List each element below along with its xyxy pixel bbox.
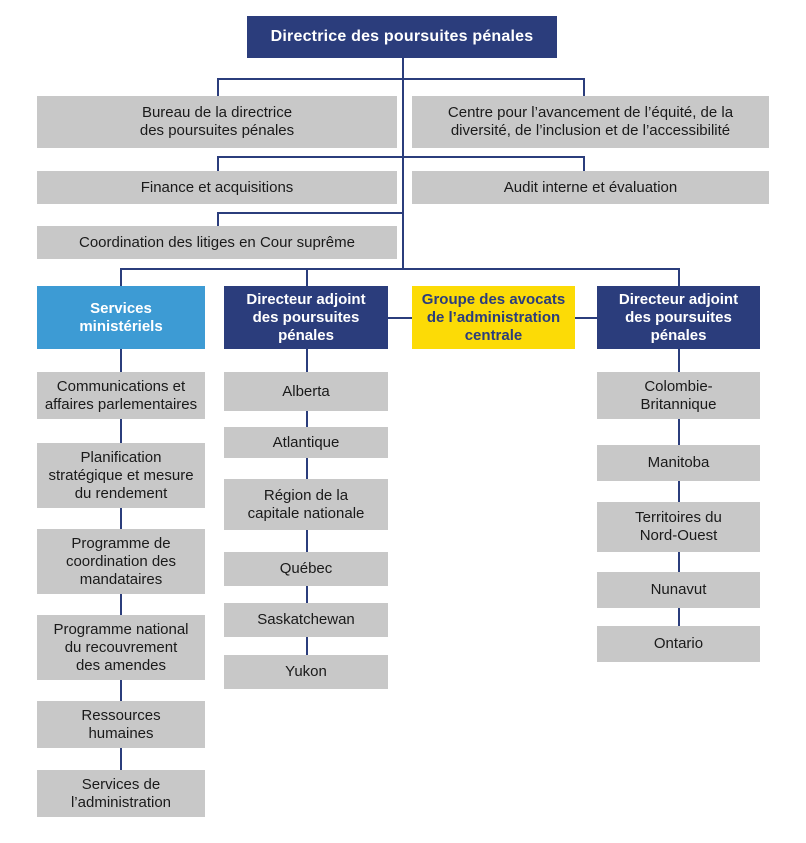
node-c2-quebec[interactable]: Québec xyxy=(224,552,388,586)
connector-c1-5 xyxy=(120,680,122,701)
node-c4-manitoba[interactable]: Manitoba xyxy=(597,445,760,481)
node-audit-interne-label: Audit interne et évaluation xyxy=(503,178,678,196)
connector-column-drop-1 xyxy=(120,268,122,286)
node-coordination-litiges-label: Coordination des litiges en Cour suprême xyxy=(79,233,355,251)
connector-staff-drop-coordination xyxy=(217,212,219,226)
node-c2-alberta[interactable]: Alberta xyxy=(224,372,388,411)
connector-staff-bus-1 xyxy=(217,78,585,80)
node-finance-acquisitions-label: Finance et acquisitions xyxy=(140,178,294,196)
node-c1-planification-label: Planification stratégique et mesure du r… xyxy=(48,448,194,502)
node-c1-recouvrement-amendes-label: Programme national du recouvrement des a… xyxy=(53,620,189,674)
node-c2-region-capitale-nationale[interactable]: Région de la capitale nationale xyxy=(224,479,388,530)
connector-yellow-left xyxy=(388,317,412,319)
node-bureau-directrice[interactable]: Bureau de la directrice des poursuites p… xyxy=(37,96,397,148)
connector-c2-1 xyxy=(306,349,308,372)
connector-c2-5 xyxy=(306,586,308,603)
node-column-header-directeur-adjoint-2[interactable]: Directeur adjoint des poursuites pénales xyxy=(597,286,760,349)
node-c4-nunavut-label: Nunavut xyxy=(650,581,707,598)
connector-c2-3 xyxy=(306,458,308,479)
node-c4-manitoba-label: Manitoba xyxy=(647,454,710,471)
node-c1-mandataires[interactable]: Programme de coordination des mandataire… xyxy=(37,529,205,594)
node-column-header-directeur-adjoint-2-label: Directeur adjoint des poursuites pénales xyxy=(618,290,739,344)
node-c4-ontario[interactable]: Ontario xyxy=(597,626,760,662)
connector-staff-bus-2 xyxy=(217,156,585,158)
node-c4-colombie-britannique[interactable]: Colombie- Britannique xyxy=(597,372,760,419)
node-audit-interne[interactable]: Audit interne et évaluation xyxy=(412,171,769,204)
node-c1-ressources-humaines[interactable]: Ressources humaines xyxy=(37,701,205,748)
node-c1-recouvrement-amendes[interactable]: Programme national du recouvrement des a… xyxy=(37,615,205,680)
connector-staff-drop-audit xyxy=(583,156,585,171)
node-c1-mandataires-label: Programme de coordination des mandataire… xyxy=(65,534,177,588)
node-coordination-litiges[interactable]: Coordination des litiges en Cour suprême xyxy=(37,226,397,259)
connector-staff-bus-3 xyxy=(217,212,403,214)
node-column-header-groupe-avocats-label: Groupe des avocats de l’administration c… xyxy=(421,290,566,344)
connector-c2-2 xyxy=(306,411,308,427)
node-column-header-services-ministeriels[interactable]: Services ministériels xyxy=(37,286,205,349)
node-column-header-directeur-adjoint-1-label: Directeur adjoint des poursuites pénales xyxy=(246,290,366,344)
node-c4-nunavut[interactable]: Nunavut xyxy=(597,572,760,608)
connector-staff-drop-finance xyxy=(217,156,219,171)
node-c2-yukon[interactable]: Yukon xyxy=(224,655,388,689)
connector-c1-6 xyxy=(120,748,122,770)
node-root[interactable]: Directrice des poursuites pénales xyxy=(247,16,557,58)
node-finance-acquisitions[interactable]: Finance et acquisitions xyxy=(37,171,397,204)
node-c1-communications[interactable]: Communications et affaires parlementaire… xyxy=(37,372,205,419)
connector-column-drop-4 xyxy=(678,268,680,286)
connector-c4-3 xyxy=(678,481,680,502)
connector-c2-4 xyxy=(306,530,308,552)
node-c2-alberta-label: Alberta xyxy=(282,382,330,400)
connector-c1-4 xyxy=(120,594,122,615)
connector-column-drop-2 xyxy=(306,268,308,286)
node-column-header-groupe-avocats[interactable]: Groupe des avocats de l’administration c… xyxy=(412,286,575,349)
connector-root-spine xyxy=(402,58,404,268)
connector-c1-3 xyxy=(120,508,122,529)
node-c4-ontario-label: Ontario xyxy=(653,635,704,652)
node-root-label: Directrice des poursuites pénales xyxy=(270,28,534,46)
node-bureau-directrice-label: Bureau de la directrice des poursuites p… xyxy=(139,104,295,139)
node-centre-equite[interactable]: Centre pour l’avancement de l’équité, de… xyxy=(412,96,769,148)
node-c1-planification[interactable]: Planification stratégique et mesure du r… xyxy=(37,443,205,508)
node-c2-saskatchewan-label: Saskatchewan xyxy=(257,611,355,628)
node-c2-quebec-label: Québec xyxy=(279,560,333,577)
connector-staff-drop-bureau xyxy=(217,78,219,96)
node-centre-equite-label: Centre pour l’avancement de l’équité, de… xyxy=(447,104,734,139)
connector-c4-2 xyxy=(678,419,680,445)
node-c2-saskatchewan[interactable]: Saskatchewan xyxy=(224,603,388,637)
node-c4-territoires-nord-ouest-label: Territoires du Nord-Ouest xyxy=(635,509,722,544)
connector-c4-4 xyxy=(678,552,680,572)
node-c4-territoires-nord-ouest[interactable]: Territoires du Nord-Ouest xyxy=(597,502,760,552)
node-c2-yukon-label: Yukon xyxy=(285,663,327,680)
node-column-header-directeur-adjoint-1[interactable]: Directeur adjoint des poursuites pénales xyxy=(224,286,388,349)
connector-column-bus xyxy=(120,268,680,270)
node-c2-atlantique-label: Atlantique xyxy=(272,433,340,451)
node-c1-ressources-humaines-label: Ressources humaines xyxy=(81,706,161,742)
connector-c4-5 xyxy=(678,608,680,626)
connector-c4-1 xyxy=(678,349,680,372)
connector-c2-6 xyxy=(306,637,308,655)
connector-c1-2 xyxy=(120,419,122,443)
node-c4-colombie-britannique-label: Colombie- Britannique xyxy=(640,377,717,413)
node-c2-atlantique[interactable]: Atlantique xyxy=(224,427,388,458)
node-c1-services-administration-label: Services de l’administration xyxy=(70,775,172,811)
node-column-header-services-ministeriels-label: Services ministériels xyxy=(79,299,163,335)
connector-yellow-right xyxy=(575,317,597,319)
connector-staff-drop-centre xyxy=(583,78,585,96)
node-c2-region-capitale-nationale-label: Région de la capitale nationale xyxy=(247,486,365,522)
node-c1-services-administration[interactable]: Services de l’administration xyxy=(37,770,205,817)
node-c1-communications-label: Communications et affaires parlementaire… xyxy=(44,377,198,413)
connector-c1-1 xyxy=(120,349,122,372)
